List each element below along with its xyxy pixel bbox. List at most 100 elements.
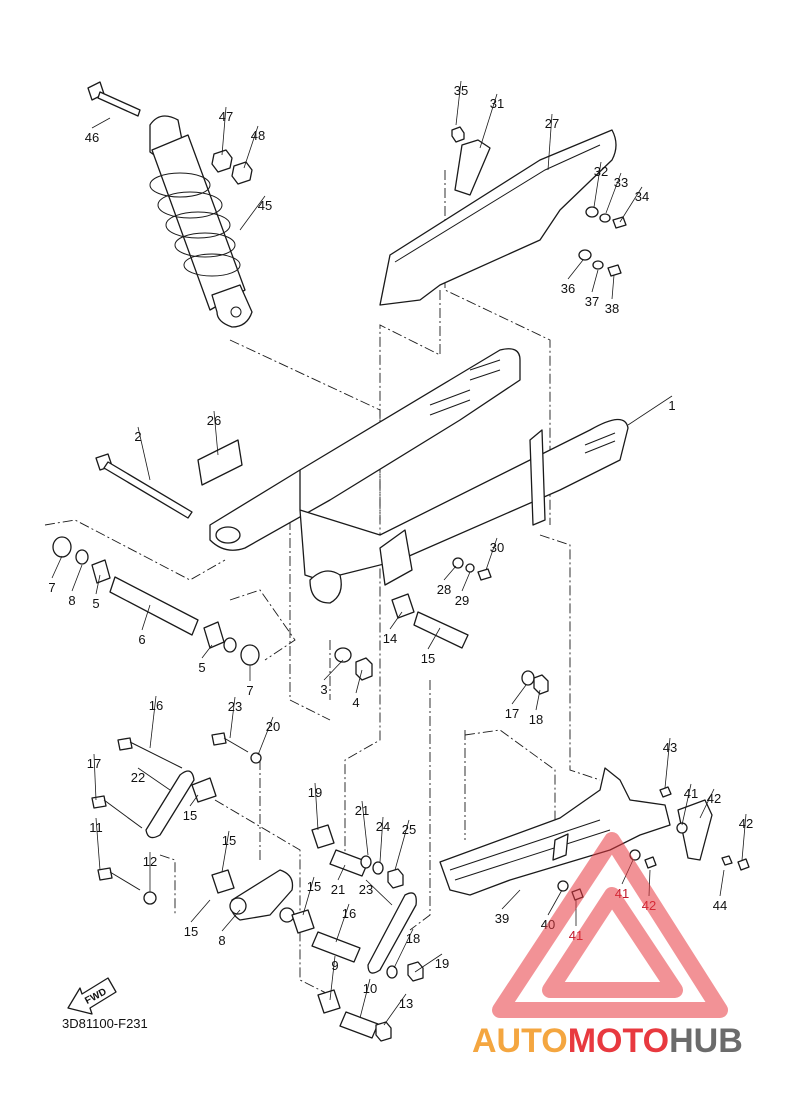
relay-arm-9 xyxy=(229,869,295,923)
leader-line xyxy=(605,172,622,214)
leader-line xyxy=(535,689,541,711)
pivot-parts-left xyxy=(52,536,260,666)
leader-line xyxy=(137,426,151,481)
leader-line xyxy=(149,695,157,749)
relay-arm-bolts xyxy=(91,732,262,905)
svg-text:AUTOMOTOHUB: AUTOMOTOHUB xyxy=(472,1022,743,1060)
collar-15-16-top xyxy=(391,593,549,695)
leader-line xyxy=(201,644,213,659)
callout-8: 8 xyxy=(68,593,75,608)
callout-4: 4 xyxy=(352,695,359,710)
leader-line xyxy=(664,737,671,789)
callout-2: 2 xyxy=(134,429,141,444)
label-27 xyxy=(197,439,243,486)
callout-14: 14 xyxy=(383,631,397,646)
callout-8: 8 xyxy=(218,933,225,948)
shock-bolt xyxy=(87,81,141,117)
callout-15: 15 xyxy=(421,651,435,666)
swingarm xyxy=(209,348,629,604)
leader-line xyxy=(51,555,63,579)
leader-line xyxy=(461,571,471,592)
leader-line xyxy=(567,259,584,280)
leader-line xyxy=(93,753,97,801)
chain-guard xyxy=(379,129,617,306)
watermark-brand-auto: AUTO xyxy=(472,1022,568,1060)
callout-18: 18 xyxy=(406,931,420,946)
bushings-lower xyxy=(211,824,424,1042)
callout-41: 41 xyxy=(684,786,698,801)
leader-line xyxy=(383,993,407,1026)
leader-lines xyxy=(51,80,747,1026)
nut-49 xyxy=(231,161,253,185)
leader-line xyxy=(361,800,369,856)
callout-15: 15 xyxy=(184,924,198,939)
leader-line xyxy=(355,669,363,694)
callout-5: 5 xyxy=(92,596,99,611)
leader-line xyxy=(190,899,211,923)
leader-line xyxy=(393,928,414,969)
leader-line xyxy=(443,565,457,581)
callout-45: 45 xyxy=(258,198,272,213)
callout-46: 46 xyxy=(85,130,99,145)
callout-36: 36 xyxy=(561,281,575,296)
shock-absorber xyxy=(149,115,253,328)
leader-line xyxy=(427,627,441,650)
leader-line xyxy=(221,909,241,932)
callout-31: 31 xyxy=(490,96,504,111)
callout-19: 19 xyxy=(435,956,449,971)
nut-48 xyxy=(211,149,233,173)
callout-21: 21 xyxy=(355,803,369,818)
callout-35: 35 xyxy=(454,83,468,98)
leader-line xyxy=(189,794,199,807)
callout-37: 37 xyxy=(585,294,599,309)
callout-33: 33 xyxy=(614,175,628,190)
leader-line xyxy=(221,106,227,156)
watermark-brand-moto: MOTO xyxy=(568,1022,669,1060)
leader-line xyxy=(213,410,219,456)
callout-17: 17 xyxy=(505,706,519,721)
leader-line xyxy=(335,903,350,943)
callout-7: 7 xyxy=(48,580,55,595)
leader-line xyxy=(455,80,462,126)
leader-line xyxy=(359,978,371,1019)
callout-20: 20 xyxy=(266,719,280,734)
callout-11: 11 xyxy=(89,820,103,835)
leader-line xyxy=(591,269,599,293)
callout-9: 9 xyxy=(331,958,338,973)
leader-line xyxy=(379,816,384,863)
callout-24: 24 xyxy=(376,819,390,834)
callout-15: 15 xyxy=(183,808,197,823)
leader-line xyxy=(229,696,236,739)
watermark-brand-hub: HUB xyxy=(669,1022,743,1060)
callout-21: 21 xyxy=(331,882,345,897)
callout-18: 18 xyxy=(529,712,543,727)
callout-16: 16 xyxy=(342,906,356,921)
fwd-arrow-icon: FWD xyxy=(67,977,117,1015)
callout-48: 48 xyxy=(251,128,265,143)
leader-line xyxy=(593,161,602,208)
leader-line xyxy=(137,767,171,791)
callout-47: 47 xyxy=(219,109,233,124)
callout-28: 28 xyxy=(437,582,451,597)
callout-22: 22 xyxy=(131,770,145,785)
callout-15: 15 xyxy=(307,879,321,894)
callout-12: 12 xyxy=(143,854,157,869)
leader-line xyxy=(71,564,83,592)
callout-17: 17 xyxy=(87,756,101,771)
leader-line xyxy=(627,395,673,426)
callout-42: 42 xyxy=(739,816,753,831)
callout-10: 10 xyxy=(363,981,377,996)
leader-line xyxy=(95,817,101,871)
callout-15: 15 xyxy=(222,833,236,848)
leader-line xyxy=(257,716,274,756)
leader-line xyxy=(611,274,615,300)
leader-line xyxy=(619,186,643,223)
leader-line xyxy=(741,813,747,861)
callout-16: 16 xyxy=(149,698,163,713)
leader-line xyxy=(414,953,443,973)
callout-7: 7 xyxy=(246,683,253,698)
leader-line xyxy=(337,864,346,881)
callout-38: 38 xyxy=(605,301,619,316)
leader-line xyxy=(681,783,692,826)
callout-25: 25 xyxy=(402,822,416,837)
